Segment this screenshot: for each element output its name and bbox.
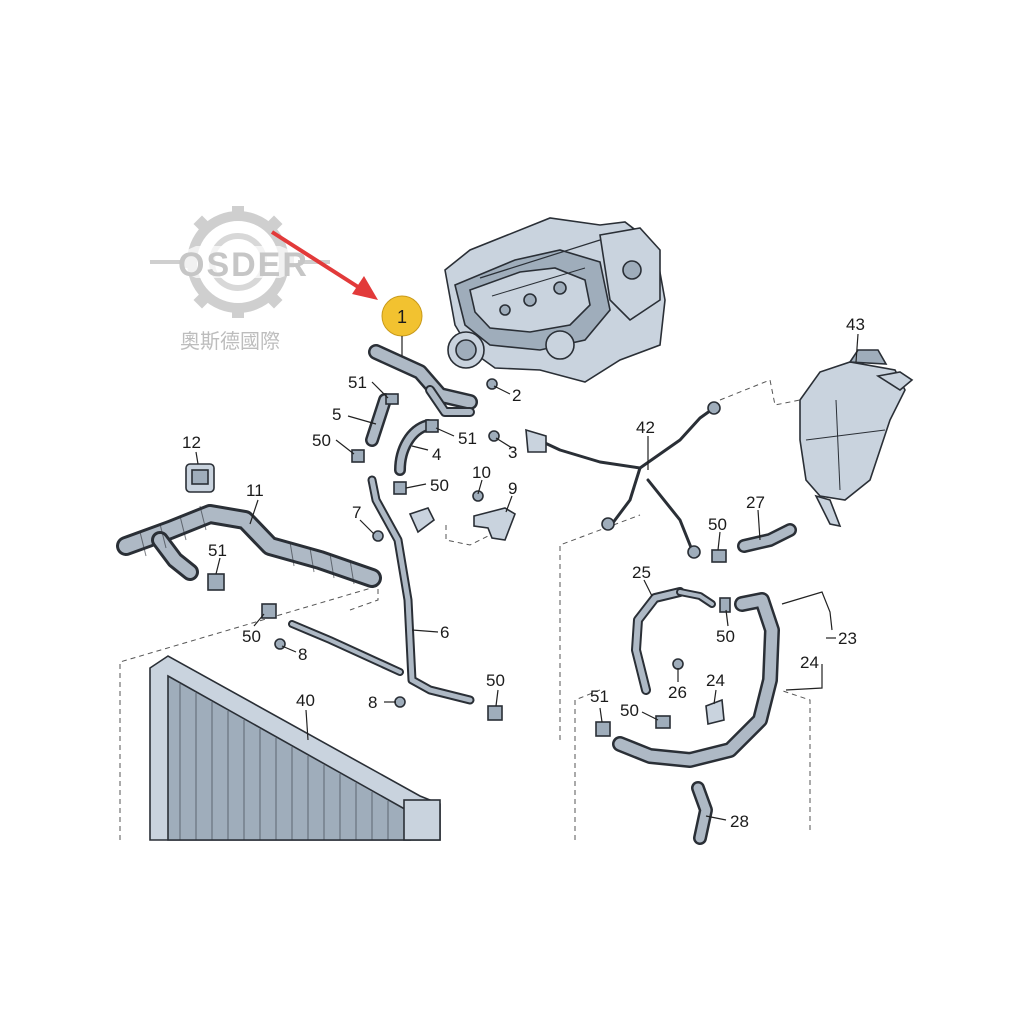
osder-watermark: OSDER 奧斯德國際 xyxy=(150,206,330,353)
label-51c: 51 xyxy=(208,541,227,560)
part-40-radiator xyxy=(149,655,441,841)
label-50c: 50 xyxy=(708,515,727,534)
label-28: 28 xyxy=(730,812,749,831)
part-5-hose xyxy=(365,393,392,447)
clamp-50d xyxy=(261,603,277,619)
part-labels: 43 2 51 5 51 50 4 3 42 12 10 50 9 11 7 2… xyxy=(182,315,865,831)
label-26: 26 xyxy=(668,683,687,702)
part-4-hose xyxy=(394,419,434,476)
clamp-50g xyxy=(655,715,671,729)
label-43: 43 xyxy=(846,315,865,334)
label-50e: 50 xyxy=(716,627,735,646)
bolt-10 xyxy=(472,490,484,502)
bolt-26 xyxy=(672,658,684,670)
label-50g: 50 xyxy=(620,701,639,720)
part-42-vent-line xyxy=(525,401,721,559)
label-51d: 51 xyxy=(590,687,609,706)
label-3: 3 xyxy=(508,443,517,462)
label-10: 10 xyxy=(472,463,491,482)
label-50d: 50 xyxy=(242,627,261,646)
clamp-50f xyxy=(487,705,503,721)
label-1: 1 xyxy=(397,307,407,327)
clamp-51d xyxy=(595,721,611,737)
part-24-connector xyxy=(705,698,725,725)
part-12-connector xyxy=(185,463,215,493)
label-40: 40 xyxy=(296,691,315,710)
label-5: 5 xyxy=(332,405,341,424)
clamp-50a xyxy=(351,449,365,463)
supercharger-housing xyxy=(444,217,666,383)
clamp-50b xyxy=(393,481,407,495)
label-50f: 50 xyxy=(486,671,505,690)
part-25-hose xyxy=(631,587,716,695)
label-24a: 24 xyxy=(800,653,819,672)
bolt-2 xyxy=(486,378,498,390)
label-9: 9 xyxy=(508,479,517,498)
label-7: 7 xyxy=(352,503,361,522)
label-8a: 8 xyxy=(298,645,307,664)
bolt-8b xyxy=(394,696,406,708)
assembly-boundaries xyxy=(119,379,811,840)
label-51b: 51 xyxy=(458,429,477,448)
clamp-51a xyxy=(385,393,399,405)
clamp-51b xyxy=(425,419,439,433)
part-43-expansion-tank xyxy=(799,349,914,528)
bolt-8a xyxy=(274,638,286,650)
label-27: 27 xyxy=(746,493,765,512)
label-12: 12 xyxy=(182,433,201,452)
label-42: 42 xyxy=(636,418,655,437)
label-50a: 50 xyxy=(312,431,331,450)
clamp-51c xyxy=(207,573,225,591)
leader-lines xyxy=(195,333,859,821)
gear-logo-icon xyxy=(150,206,330,318)
watermark-brand: OSDER xyxy=(178,246,309,284)
clamp-50e xyxy=(719,597,731,613)
clamp-50c xyxy=(711,549,727,563)
label-25: 25 xyxy=(632,563,651,582)
part-28-hose xyxy=(691,781,713,845)
part-6-pipe xyxy=(288,475,475,705)
label-23: 23 xyxy=(838,629,857,648)
bolt-7 xyxy=(372,530,384,542)
label-4: 4 xyxy=(432,445,441,464)
label-11: 11 xyxy=(246,481,264,500)
part-23-24-hose xyxy=(612,592,780,768)
watermark-subtitle: 奧斯德國際 xyxy=(180,329,280,353)
part-11-radiator-hose xyxy=(116,504,382,588)
label-24b: 24 xyxy=(706,671,725,690)
bolts xyxy=(274,378,684,708)
part-1-callout: 1 xyxy=(381,295,423,356)
part-27-hose xyxy=(737,523,797,553)
highlight-arrow xyxy=(270,230,378,300)
part-1-coolant-pipe xyxy=(368,344,478,417)
label-50b: 50 xyxy=(430,476,449,495)
clamps xyxy=(207,393,731,737)
label-2: 2 xyxy=(512,386,521,405)
label-51a: 51 xyxy=(348,373,367,392)
part-9-bracket xyxy=(408,507,516,541)
label-8b: 8 xyxy=(368,693,377,712)
label-6: 6 xyxy=(440,623,449,642)
